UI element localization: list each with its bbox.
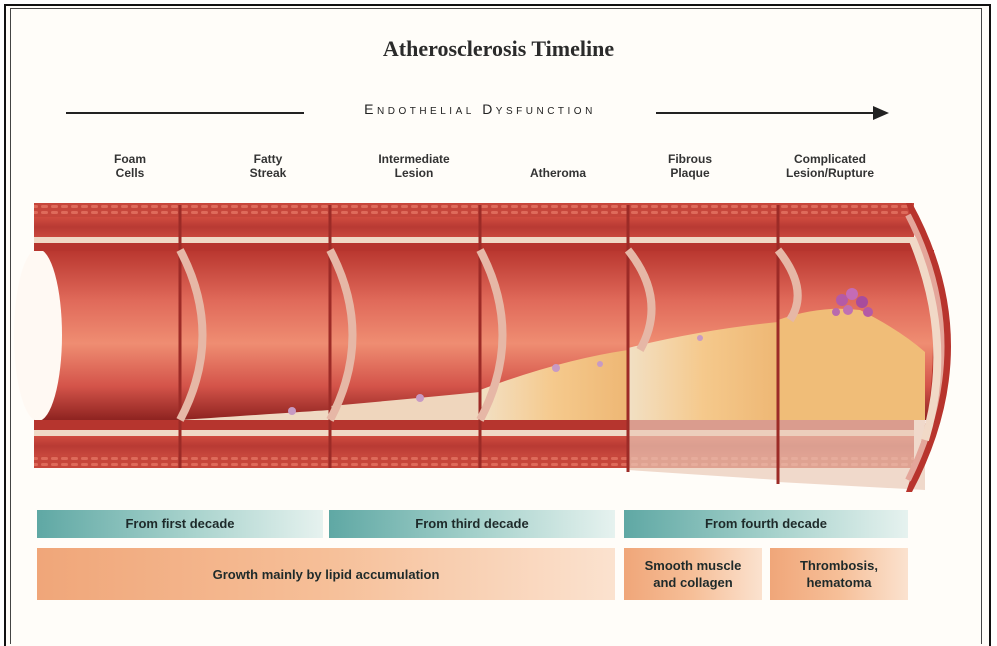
onset-band-fourth-decade: From fourth decade (624, 510, 908, 538)
growth-band-thrombosis: Thrombosis, hematoma (770, 548, 908, 600)
growth-band-lipid: Growth mainly by lipid accumulation (37, 548, 615, 600)
onset-band-third-decade: From third decade (329, 510, 615, 538)
onset-band-first-decade: From first decade (37, 510, 323, 538)
artery-top-wall (34, 203, 914, 251)
growth-band-smooth-muscle: Smooth muscle and collagen (624, 548, 762, 600)
